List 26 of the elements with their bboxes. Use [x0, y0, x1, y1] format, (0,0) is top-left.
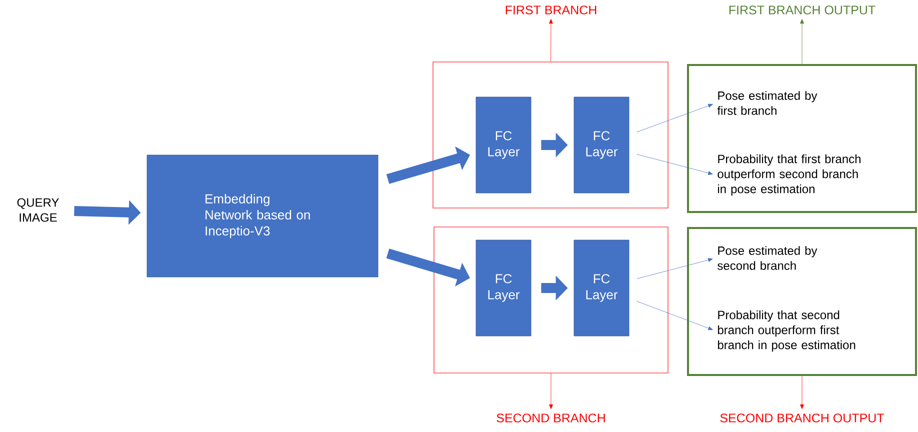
branch-frame: [432, 62, 668, 208]
output-frame: [687, 227, 917, 376]
arrow: [636, 301, 713, 330]
pointer-arrow: [800, 18, 804, 64]
output-frame: [687, 64, 917, 213]
layer-box: FC Layer: [574, 96, 630, 194]
layer-box: FC Layer: [476, 96, 532, 194]
branch-label: FIRST BRANCH OUTPUT: [729, 6, 876, 14]
network-box: Embedding Network based on Inceptio-V3: [146, 154, 378, 278]
layer-box: FC Layer: [574, 240, 630, 336]
arrow: [636, 154, 713, 175]
branch-frame: [434, 226, 668, 374]
pointer-arrow: [549, 373, 553, 410]
output-text: Pose estimated by second branch: [718, 246, 818, 270]
pointer-arrow: [549, 18, 553, 62]
arrow: [636, 258, 713, 279]
branch-label: SECOND BRANCH: [496, 414, 605, 422]
layer-box: FC Layer: [476, 240, 532, 336]
input-label: QUERY IMAGE: [17, 198, 59, 222]
output-text: Pose estimated by first branch: [717, 91, 818, 115]
output-text: Probability that second branch outperform first branch in pose estimation: [718, 310, 856, 352]
arrow: [636, 104, 713, 132]
pointer-arrow: [800, 376, 804, 410]
branch-label: FIRST BRANCH: [506, 6, 596, 14]
output-text: Probability that first branch outperform second branch in pose estimation: [718, 154, 860, 196]
branch-label: SECOND BRANCH OUTPUT: [720, 414, 884, 422]
